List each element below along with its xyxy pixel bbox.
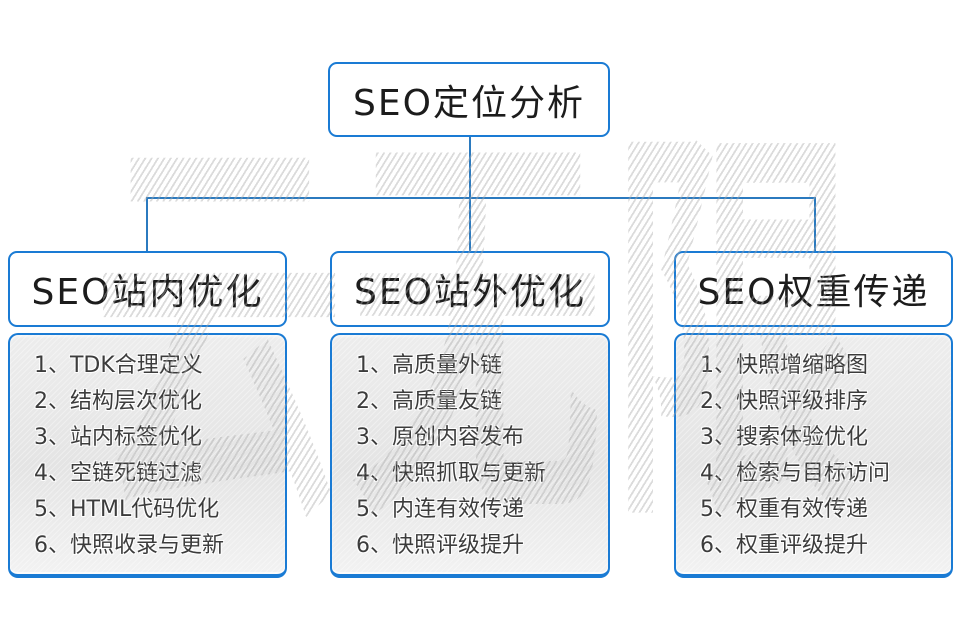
list-item: 1、TDK合理定义 [34, 353, 203, 378]
list-item: 4、空链死链过滤 [34, 461, 202, 486]
connector-drop-right [814, 197, 816, 253]
root-node-label: SEO定位分析 [353, 82, 585, 124]
node-onsite-optimization: SEO站内优化 [8, 251, 287, 327]
list-item: 4、检索与目标访问 [700, 461, 890, 486]
node-offsite-label: SEO站外优化 [354, 272, 586, 313]
list-offsite-optimization: 1、高质量外链 2、高质量友链 3、原创内容发布 4、快照抓取与更新 5、内连有… [330, 333, 610, 578]
list-onsite-optimization: 1、TDK合理定义 2、结构层次优化 3、站内标签优化 4、空链死链过滤 5、H… [8, 333, 287, 578]
node-offsite-optimization: SEO站外优化 [330, 251, 610, 327]
list-item: 3、站内标签优化 [34, 425, 202, 450]
list-item: 6、权重评级提升 [700, 533, 868, 558]
list-item: 4、快照抓取与更新 [356, 461, 546, 486]
list-item: 3、搜索体验优化 [700, 425, 868, 450]
list-item: 6、快照收录与更新 [34, 533, 224, 558]
connector-drop-center [469, 197, 471, 253]
list-item: 2、高质量友链 [356, 389, 502, 414]
list-item: 1、高质量外链 [356, 353, 502, 378]
node-onsite-label: SEO站内优化 [31, 272, 264, 313]
connector-horizontal-bus [146, 197, 816, 199]
connector-drop-left [146, 197, 148, 253]
list-item: 5、权重有效传递 [700, 497, 868, 522]
list-item: 2、结构层次优化 [34, 389, 202, 414]
connector-root-stem [469, 136, 471, 198]
node-weight-transfer: SEO权重传递 [674, 251, 953, 327]
list-item: 6、快照评级提升 [356, 533, 524, 558]
root-node: SEO定位分析 [328, 62, 610, 137]
list-item: 5、HTML代码优化 [34, 497, 220, 522]
list-item: 3、原创内容发布 [356, 425, 524, 450]
list-item: 2、快照评级排序 [700, 389, 868, 414]
list-item: 5、内连有效传递 [356, 497, 524, 522]
list-item: 1、快照增缩略图 [700, 353, 868, 378]
node-weight-label: SEO权重传递 [697, 272, 930, 313]
list-weight-transfer: 1、快照增缩略图 2、快照评级排序 3、搜索体验优化 4、检索与目标访问 5、权… [674, 333, 953, 578]
